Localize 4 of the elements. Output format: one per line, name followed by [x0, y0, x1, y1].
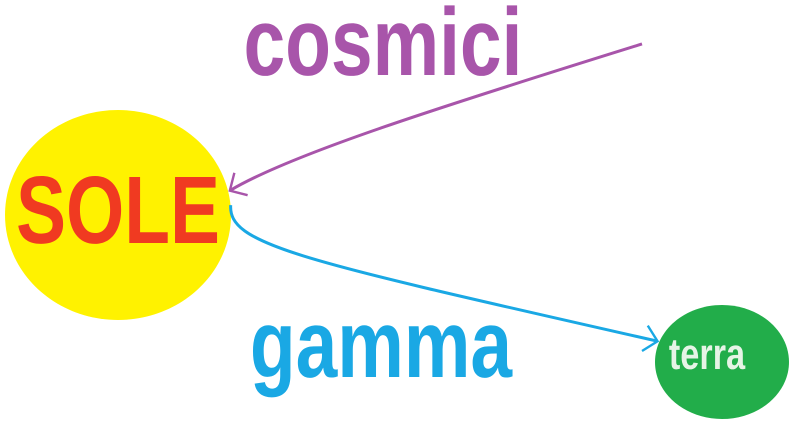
edge-label: gamma	[252, 325, 513, 398]
arrow	[229, 204, 660, 352]
edge-label: cosmici	[246, 5, 518, 76]
arrow	[228, 42, 642, 196]
